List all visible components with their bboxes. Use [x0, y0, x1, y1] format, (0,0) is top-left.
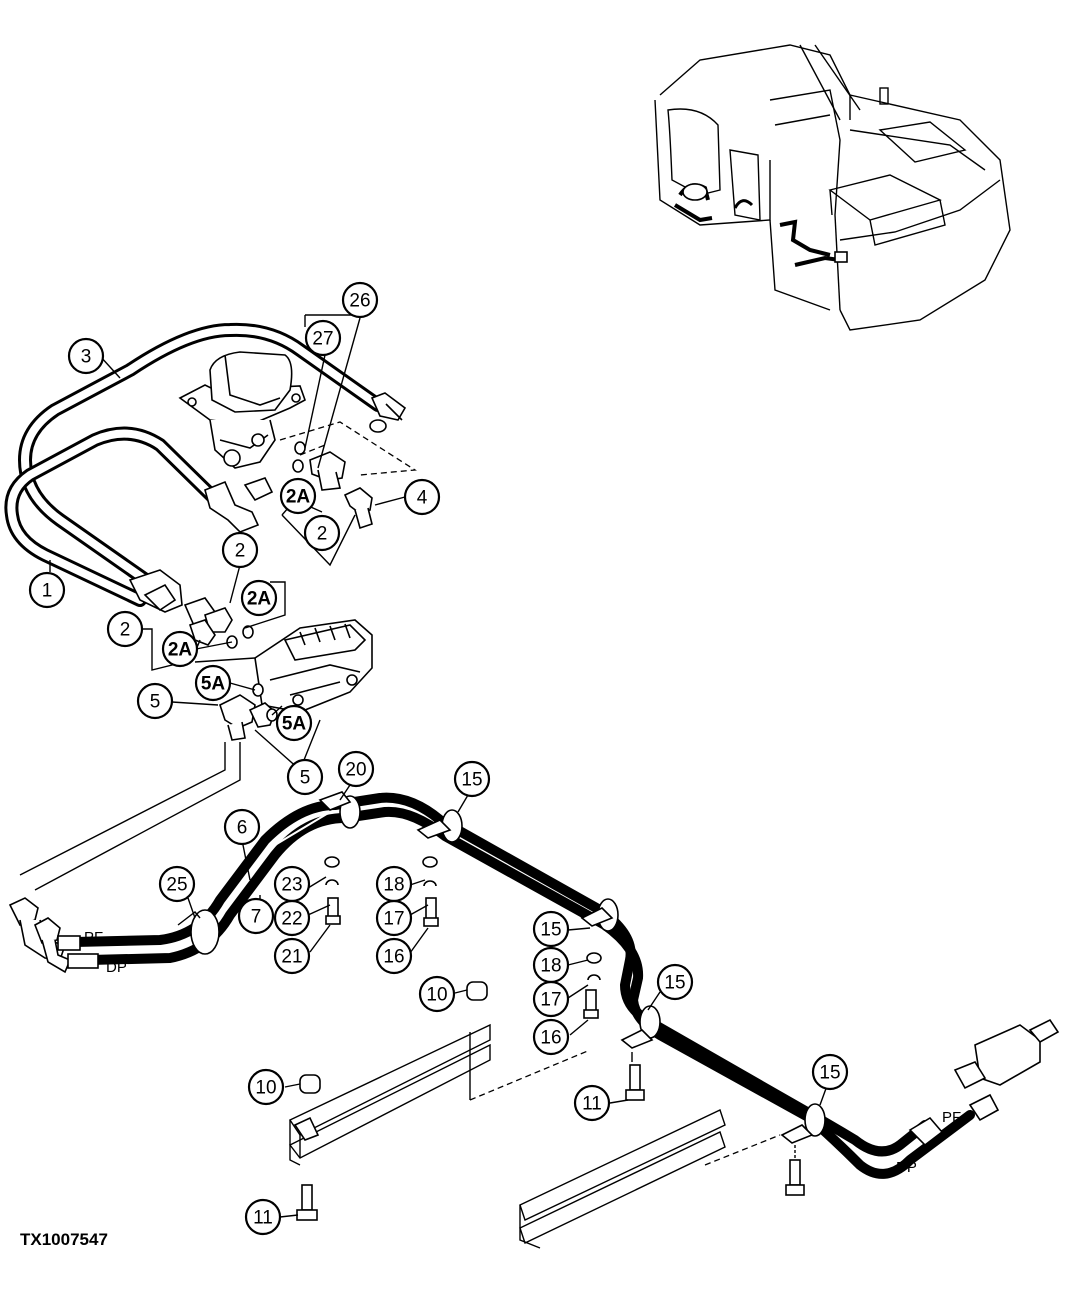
svg-text:7: 7 [251, 907, 262, 928]
hose-label-dp-right: DP [896, 1159, 917, 1176]
callout-27: 27 [304, 319, 342, 357]
svg-text:17: 17 [540, 990, 561, 1011]
callout-3: 3 [67, 337, 105, 375]
callout-7: 7 [237, 897, 275, 935]
callout-15-c: 15 [656, 963, 694, 1001]
svg-text:2: 2 [235, 541, 246, 562]
callout-2A-top: 2A [279, 477, 317, 515]
callout-16-a: 16 [375, 937, 413, 975]
callout-5A-right: 5A [275, 704, 313, 742]
svg-text:1: 1 [42, 581, 53, 602]
mounting-rail-left [288, 981, 591, 1221]
callout-4: 4 [403, 478, 441, 516]
callout-23: 23 [273, 865, 311, 903]
callout-6: 6 [223, 808, 261, 846]
svg-text:16: 16 [383, 947, 404, 968]
upper-fittings [279, 421, 417, 530]
callout-16-b: 16 [532, 1018, 570, 1056]
svg-text:23: 23 [281, 875, 302, 896]
callout-17-a: 17 [375, 899, 413, 937]
svg-text:6: 6 [237, 818, 248, 839]
figure-id: TX1007547 [20, 1230, 108, 1249]
callout-25: 25 [158, 865, 196, 903]
svg-text:11: 11 [253, 1208, 273, 1229]
svg-text:3: 3 [81, 347, 92, 368]
svg-text:5: 5 [150, 692, 161, 713]
tie-band-25 [177, 909, 220, 955]
svg-text:22: 22 [281, 909, 302, 930]
hose-1-end-fitting [204, 477, 274, 533]
callout-15-d: 15 [811, 1053, 849, 1091]
svg-text:15: 15 [540, 920, 561, 941]
svg-text:5: 5 [300, 768, 311, 789]
callout-5A-left: 5A [194, 664, 232, 702]
svg-text:15: 15 [461, 770, 482, 791]
svg-text:21: 21 [281, 947, 302, 968]
elbow-fittings-5 [19, 683, 278, 891]
callout-21: 21 [273, 937, 311, 975]
svg-text:2A: 2A [168, 640, 193, 661]
svg-text:4: 4 [417, 488, 428, 509]
callout-11-b: 11 [244, 1198, 282, 1236]
callout-11-a: 11 [573, 1084, 611, 1122]
callout-17-b: 17 [532, 980, 570, 1018]
right-end-valve: PF DP [896, 1018, 1060, 1176]
svg-text:2A: 2A [247, 589, 272, 610]
callout-2-mid: 2 [221, 531, 259, 569]
callout-5-right: 5 [286, 758, 324, 796]
left-end-fittings: PF DP [8, 897, 127, 976]
svg-text:15: 15 [664, 973, 685, 994]
svg-text:10: 10 [255, 1078, 276, 1099]
callout-10-b: 10 [247, 1068, 285, 1106]
machine-inset [654, 44, 1011, 331]
callout-15-a: 15 [453, 760, 491, 798]
callout-18-a: 18 [375, 865, 413, 903]
svg-text:5A: 5A [201, 674, 226, 695]
clamp-hardware [324, 856, 805, 1196]
svg-text:18: 18 [383, 875, 404, 896]
svg-text:5A: 5A [282, 714, 307, 735]
callout-15-b: 15 [532, 910, 570, 948]
hose-3-end-fitting [369, 392, 407, 433]
svg-text:15: 15 [819, 1063, 840, 1084]
svg-text:25: 25 [166, 875, 187, 896]
hose-label-dp-left: DP [106, 959, 127, 976]
callout-18-b: 18 [532, 946, 570, 984]
callout-10-a: 10 [418, 975, 456, 1013]
callout-5-left: 5 [136, 682, 174, 720]
callout-2A-left: 2A [161, 630, 199, 668]
pilot-valve-upper [178, 351, 306, 469]
callout-2A-mid: 2A [240, 579, 278, 617]
hose-connection-mid [128, 569, 254, 649]
callout-20: 20 [337, 750, 375, 788]
callout-2-top: 2 [303, 514, 341, 552]
svg-text:26: 26 [349, 291, 370, 312]
svg-text:2: 2 [120, 620, 131, 641]
hose-label-pf-left: PF [84, 929, 103, 946]
svg-text:18: 18 [540, 956, 561, 977]
svg-text:17: 17 [383, 909, 404, 930]
callout-1: 1 [28, 571, 66, 609]
callout-22: 22 [273, 899, 311, 937]
mounting-rail-right [519, 1109, 781, 1249]
hose-6-7-lower [70, 792, 975, 1179]
svg-text:27: 27 [312, 329, 333, 350]
svg-text:2: 2 [317, 524, 328, 545]
svg-text:16: 16 [540, 1028, 561, 1049]
callout-26: 26 [341, 281, 379, 319]
callouts: 26 27 3 4 2A 2 1 2 2A 2 2A 5A 5 5A 5 20 … [28, 281, 849, 1236]
svg-text:11: 11 [582, 1094, 602, 1115]
svg-text:10: 10 [426, 985, 447, 1006]
hose-label-pf-right: PF [942, 1109, 961, 1126]
control-valve-body [254, 619, 373, 713]
svg-text:20: 20 [345, 760, 366, 781]
callout-2-left: 2 [106, 610, 144, 648]
hose-1 [4, 426, 220, 607]
leader-lines [49, 314, 829, 1218]
svg-text:2A: 2A [286, 487, 311, 508]
